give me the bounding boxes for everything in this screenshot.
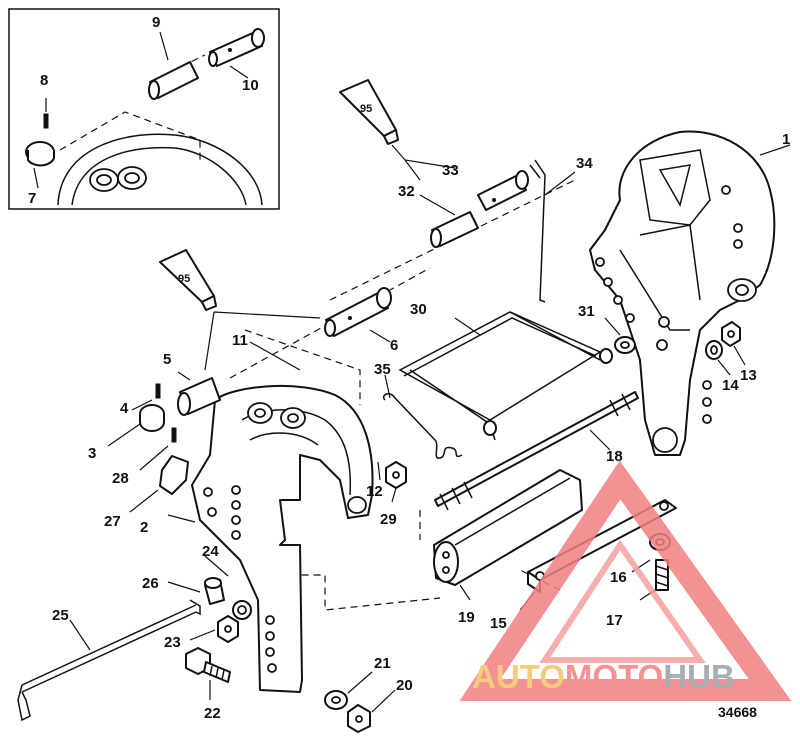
part-26-fitting — [167, 577, 225, 605]
part-23-nut — [189, 615, 239, 643]
part-14-washer — [705, 340, 731, 376]
callout-12: 12 — [366, 483, 383, 500]
callout-7: 7 — [28, 190, 36, 207]
callout-25: 25 — [52, 607, 69, 624]
part-33-pin — [477, 170, 529, 211]
watermark-text: AUTOMOTOHUB — [472, 658, 735, 695]
callout-8: 8 — [40, 72, 48, 89]
watermark-triangle — [459, 460, 792, 701]
callout-18: 18 — [606, 448, 623, 465]
part-25-rod — [17, 599, 201, 722]
callout-labels: 1 2 3 4 5 6 7 8 9 10 11 12 13 14 15 16 1… — [28, 14, 790, 722]
callout-3: 3 — [88, 445, 96, 462]
callout-29: 29 — [380, 511, 397, 528]
part-4-pin — [131, 383, 161, 411]
part-6-pivot-pin — [324, 287, 392, 343]
callout-2: 2 — [140, 519, 148, 536]
part-35-spring — [383, 374, 463, 459]
part-1-swivel-bracket — [589, 130, 776, 456]
part-24-washer — [232, 600, 252, 620]
callout-10: 10 — [242, 77, 259, 94]
callout-6: 6 — [390, 337, 398, 354]
part-12-leader — [377, 461, 381, 481]
callout-13: 13 — [740, 367, 757, 384]
figure-number: 34668 — [718, 704, 757, 720]
callout-31: 31 — [578, 303, 595, 320]
inset-detail — [8, 8, 280, 210]
part-21-washer — [324, 671, 373, 710]
part-31-bushing — [604, 317, 636, 354]
part-11-leader — [249, 341, 301, 371]
callout-22: 22 — [204, 705, 221, 722]
callout-35: 35 — [374, 361, 391, 378]
callout-20: 20 — [396, 677, 413, 694]
callout-14: 14 — [722, 377, 739, 394]
callout-17: 17 — [606, 612, 623, 629]
part-20-nut — [347, 689, 396, 733]
part-29-nut — [385, 461, 407, 503]
callout-19: 19 — [458, 609, 475, 626]
callout-26: 26 — [142, 575, 159, 592]
callout-5: 5 — [163, 351, 171, 368]
callout-1: 1 — [782, 131, 790, 148]
callout-27: 27 — [104, 513, 121, 530]
part-3-cap — [107, 404, 165, 447]
part-18-tie-rod — [434, 391, 639, 511]
grease-tube-left: 95 — [159, 249, 321, 371]
callout-33: 33 — [442, 162, 459, 179]
part-34-link-rod — [529, 159, 576, 303]
tube-label-95: 95 — [360, 103, 372, 115]
inset-bracket-arc — [57, 133, 263, 206]
part-9-sleeve — [148, 61, 199, 100]
callout-21: 21 — [374, 655, 391, 672]
callout-34: 34 — [576, 155, 593, 172]
part-10-pin — [208, 28, 265, 67]
part-30-reverse-lock-frame — [398, 311, 613, 441]
tube-label-95: 95 — [178, 273, 190, 285]
grease-tube-top: 95 — [339, 79, 456, 181]
callout-23: 23 — [164, 634, 181, 651]
part-28-pin — [139, 427, 177, 471]
callout-32: 32 — [398, 183, 415, 200]
callout-16: 16 — [610, 569, 627, 586]
callout-30: 30 — [410, 301, 427, 318]
part-27-knob — [129, 455, 189, 513]
part-32-bushing — [430, 211, 479, 248]
callout-24: 24 — [202, 543, 219, 560]
callout-9: 9 — [152, 14, 160, 31]
part-22-bolt — [185, 647, 231, 700]
callout-28: 28 — [112, 470, 129, 487]
part-8-pin — [43, 113, 49, 129]
callout-11: 11 — [232, 332, 248, 349]
part-5-bushing — [177, 371, 221, 416]
callout-15: 15 — [490, 615, 507, 632]
part-13-nut — [721, 321, 746, 366]
part-2-swivel-bracket — [167, 384, 374, 693]
callout-4: 4 — [120, 400, 129, 417]
part-19-spacer-bar — [433, 469, 583, 601]
part-24-leader — [204, 555, 229, 577]
watermark-logo: AUTOMOTOHUB — [459, 460, 792, 701]
